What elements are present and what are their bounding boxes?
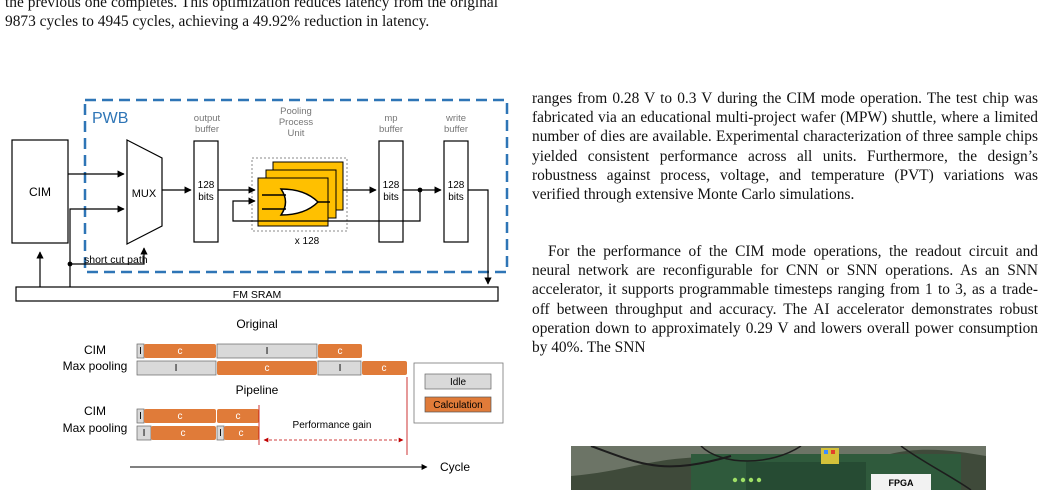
svg-text:c: c <box>239 428 244 439</box>
svg-text:c: c <box>265 363 270 374</box>
output-buffer-block <box>193 140 219 243</box>
output-buffer-bits-word: bits <box>198 192 214 203</box>
svg-text:I: I <box>139 411 142 422</box>
pwb-label: PWB <box>92 110 128 127</box>
write-buffer-label-line1: write <box>445 113 466 124</box>
legend-calc-swatch <box>424 396 492 413</box>
ppu-label-line1: Pooling <box>280 106 312 117</box>
mux-block <box>126 139 163 245</box>
fm-sram-label: FM SRAM <box>233 289 281 301</box>
junction-dot-mp <box>417 187 423 193</box>
legend-box <box>413 362 504 424</box>
output-buffer-label-line2: buffer <box>195 124 219 135</box>
mp-buffer-label-line2: buffer <box>379 124 403 135</box>
junction-dot-shortcut <box>67 261 73 267</box>
mp-buffer-bits-count: 128 <box>383 180 400 191</box>
ppu-label-line2: Process <box>279 117 314 128</box>
or-gate-icon <box>279 188 320 216</box>
ppu-label-line3: Unit <box>288 128 305 139</box>
right-column-paragraph-2: For the performance of the CIM mode oper… <box>532 243 1038 357</box>
legend-calc-label: Calculation <box>433 400 482 411</box>
pipeline-timing-bars: I c c I c I c <box>136 408 259 441</box>
svg-text:c: c <box>236 411 241 422</box>
svg-text:c: c <box>338 346 343 357</box>
pwb-architecture-figure: PWB CIM MUX output buffer 128 bits Pooli… <box>11 98 509 474</box>
ppu-multiplier-label: x 128 <box>295 236 320 247</box>
datapath-wires <box>36 170 492 287</box>
pipeline-cim-row-label: CIM <box>84 404 106 418</box>
svg-text:c: c <box>178 346 183 357</box>
svg-text:c: c <box>178 411 183 422</box>
mp-buffer-block <box>378 140 404 243</box>
output-buffer-bits-count: 128 <box>198 180 215 191</box>
original-cim-row-label: CIM <box>84 343 106 357</box>
fpga-board-photo: FPGA <box>571 446 986 490</box>
pipeline-maxpool-row-label: Max pooling <box>63 421 128 435</box>
write-buffer-bits-word: bits <box>448 192 464 203</box>
mp-buffer-bits-word: bits <box>383 192 399 203</box>
cim-block <box>11 139 69 244</box>
output-buffer-label-line1: output <box>194 113 221 124</box>
legend-idle-label: Idle <box>450 377 467 388</box>
pipeline-title: Pipeline <box>236 383 279 397</box>
pwb-dashed-region <box>83 98 509 274</box>
cim-block-label: CIM <box>29 185 51 199</box>
original-title: Original <box>236 317 277 331</box>
svg-text:I: I <box>219 428 222 439</box>
original-timing-bars: I c I c I c I c <box>136 343 407 376</box>
write-buffer-bits-count: 128 <box>448 180 465 191</box>
fm-sram-block <box>15 286 499 302</box>
svg-text:c: c <box>382 363 387 374</box>
shortcut-path-label: short cut path <box>84 254 148 266</box>
left-column-paragraph: the previous one completes. This optimiz… <box>5 0 498 31</box>
right-column-paragraph-1: ranges from 0.28 V to 0.3 V during the C… <box>532 90 1038 204</box>
svg-text:I: I <box>139 346 142 357</box>
svg-text:I: I <box>143 428 146 439</box>
original-maxpool-row-label: Max pooling <box>63 359 128 373</box>
write-buffer-label-line2: buffer <box>444 124 468 135</box>
svg-text:I: I <box>339 363 342 374</box>
mux-label: MUX <box>132 188 157 200</box>
svg-text:I: I <box>175 363 178 374</box>
svg-text:I: I <box>266 346 269 357</box>
write-buffer-block <box>443 140 469 243</box>
svg-text:c: c <box>181 428 186 439</box>
fpga-label: FPGA <box>888 478 914 488</box>
cycle-axis-label: Cycle <box>440 460 470 474</box>
performance-gain-label: Performance gain <box>293 420 372 431</box>
legend-idle-swatch <box>424 373 492 390</box>
mp-buffer-label-line1: mp <box>384 113 397 124</box>
